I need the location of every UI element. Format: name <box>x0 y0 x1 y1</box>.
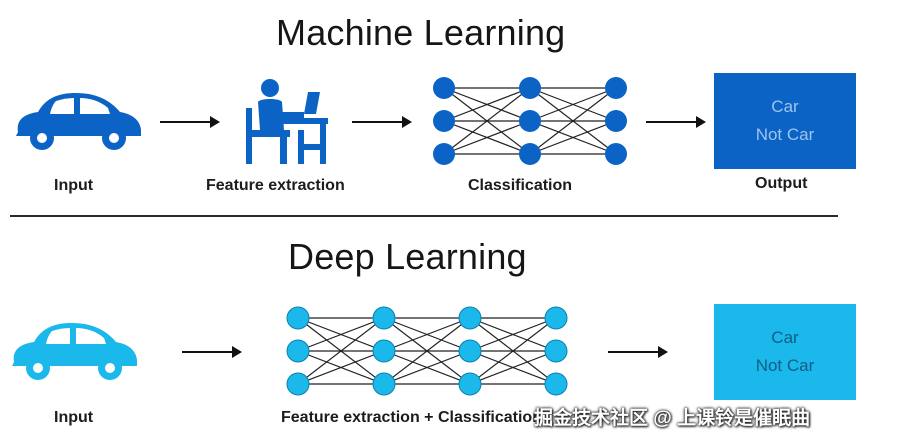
ml-nn-edge <box>443 120 531 155</box>
dl-nn-node <box>372 372 396 396</box>
dl-output-car: Car <box>771 328 799 347</box>
dl-nn-edge <box>469 317 557 385</box>
ml-nn-edge <box>443 87 531 122</box>
dl-nn-edge <box>383 317 471 352</box>
ml-nn-node <box>433 143 455 165</box>
ml-output-label: Output <box>755 175 808 192</box>
dl-nn-edge <box>297 317 385 352</box>
dl-nn-node <box>286 306 310 330</box>
dl-nn-node <box>372 339 396 363</box>
ml-nn-node <box>433 110 455 132</box>
dl-nn-edge <box>469 350 557 385</box>
ml-arrow-3-icon <box>646 116 706 128</box>
dl-nn-node <box>286 372 310 396</box>
ml-output-car: Car <box>771 97 799 116</box>
section-divider <box>10 215 838 217</box>
dl-nn-node <box>544 372 568 396</box>
dl-nn-node <box>372 306 396 330</box>
person-at-computer-icon <box>246 79 328 164</box>
ml-nn-node <box>605 143 627 165</box>
dl-neural-network-icon <box>286 306 568 396</box>
dl-input-label: Input <box>54 409 94 426</box>
dl-nn-node <box>458 339 482 363</box>
ml-title: Machine Learning <box>276 12 566 53</box>
ml-nn-edge <box>529 120 617 155</box>
ml-input-label: Input <box>54 177 94 194</box>
ml-arrow-2-icon <box>352 116 412 128</box>
ml-nn-node <box>519 110 541 132</box>
ml-neural-network-icon <box>433 77 627 165</box>
ml-feature-extraction-label: Feature extraction <box>206 177 345 194</box>
ml-classification-label: Classification <box>468 177 573 194</box>
dl-car-icon <box>12 323 137 380</box>
dl-title: Deep Learning <box>288 236 527 277</box>
ml-car-icon <box>16 93 141 150</box>
dl-nn-node <box>458 306 482 330</box>
dl-nn-node <box>544 339 568 363</box>
ml-nn-node <box>519 143 541 165</box>
dl-nn-node <box>458 372 482 396</box>
ml-nn-node <box>605 77 627 99</box>
dl-nn-node <box>544 306 568 330</box>
ml-nn-node <box>519 77 541 99</box>
ml-nn-edge <box>529 87 617 155</box>
ml-nn-node <box>433 77 455 99</box>
ml-nn-node <box>605 110 627 132</box>
dl-feature-classification-label: Feature extraction + Classification <box>281 409 542 426</box>
dl-nn-edge <box>383 317 471 385</box>
ml-output-box: Car Not Car <box>714 73 856 169</box>
ml-nn-edge <box>529 87 617 122</box>
ml-nn-edge <box>443 87 531 155</box>
dl-nn-edge <box>297 317 385 385</box>
dl-arrow-2-icon <box>608 346 668 358</box>
dl-nn-edge <box>297 350 385 385</box>
ml-arrow-1-icon <box>160 116 220 128</box>
dl-output-box: Car Not Car <box>714 304 856 400</box>
dl-output-not-car: Not Car <box>755 356 815 375</box>
ml-output-not-car: Not Car <box>755 125 815 144</box>
watermark-text: 掘金技术社区 @ 上课铃是催眠曲 <box>534 408 811 429</box>
dl-nn-node <box>286 339 310 363</box>
dl-nn-edge <box>383 350 471 385</box>
dl-arrow-1-icon <box>182 346 242 358</box>
dl-nn-edge <box>469 317 557 352</box>
